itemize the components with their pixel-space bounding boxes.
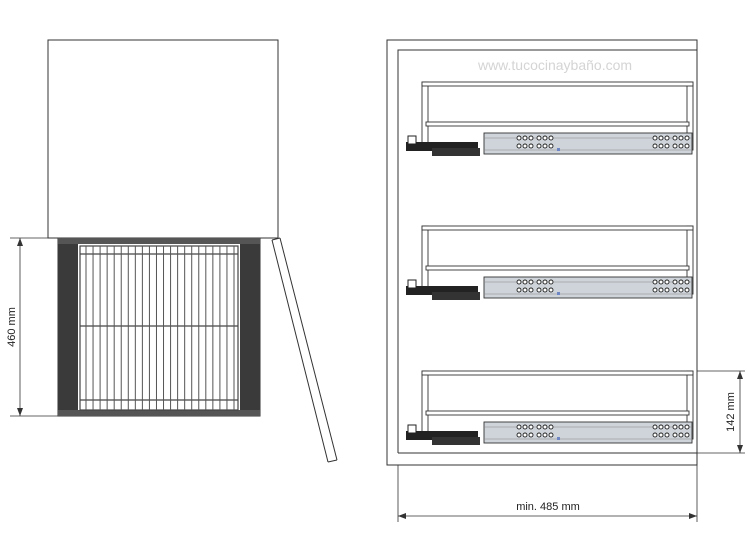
right-runner xyxy=(240,242,260,414)
depth-dimension: 460 mm xyxy=(6,237,58,417)
width-label: min. 485 mm xyxy=(516,501,580,513)
cabinet-front-outline xyxy=(386,39,698,466)
basket-wires xyxy=(85,246,235,410)
front-view: www.tucocinaybaño.com xyxy=(386,39,745,522)
basket-top-view xyxy=(57,237,261,417)
width-dimension: min. 485 mm xyxy=(397,465,698,522)
open-door xyxy=(271,237,338,463)
depth-label: 460 mm xyxy=(6,307,18,347)
left-runner xyxy=(58,242,78,414)
top-view: 460 mm xyxy=(6,39,338,463)
cabinet-inner-outline xyxy=(397,49,697,453)
watermark: www.tucocinaybaño.com xyxy=(477,57,632,73)
height-dimension: 142 mm xyxy=(697,370,745,454)
height-label: 142 mm xyxy=(725,392,737,432)
cabinet-top-outline xyxy=(47,39,279,239)
